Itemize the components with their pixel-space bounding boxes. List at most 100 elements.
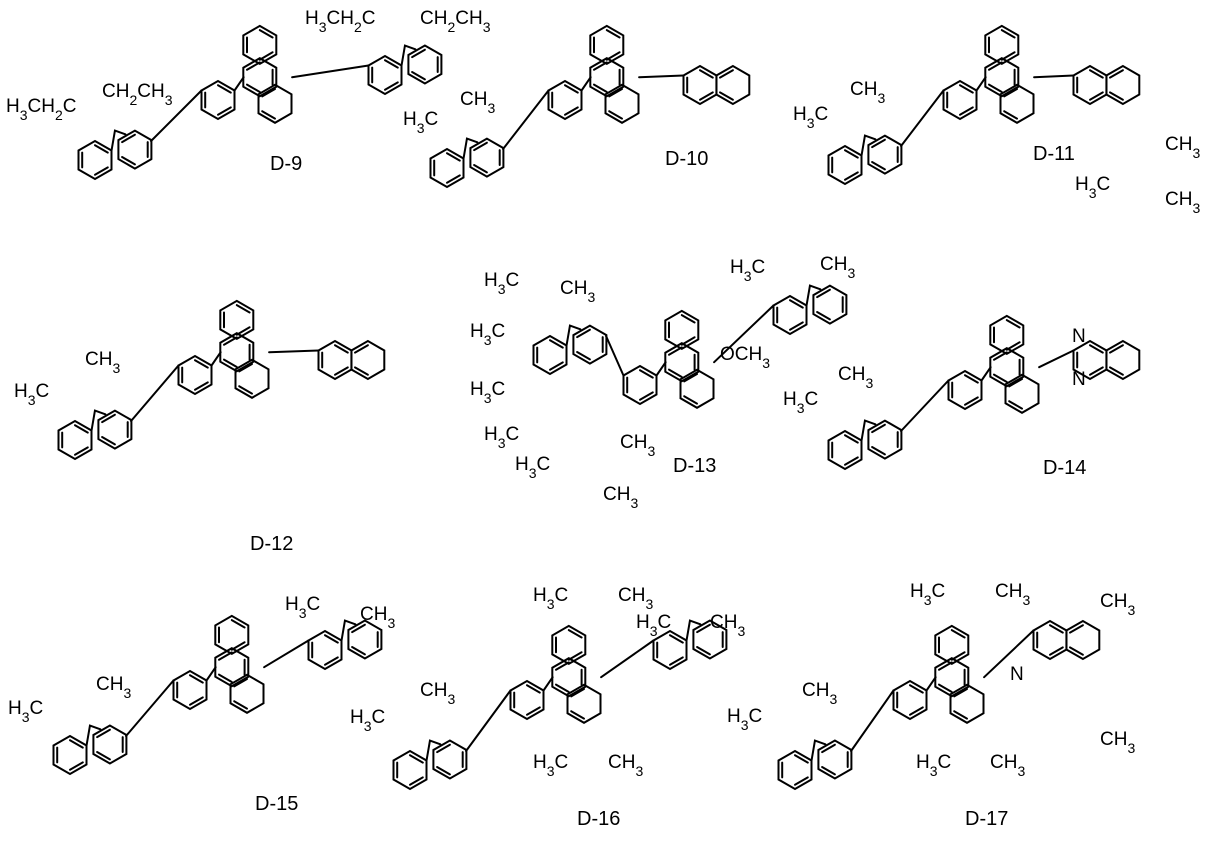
- substituent-label: CH3: [560, 278, 595, 305]
- core-ring: [681, 370, 714, 408]
- substituent-label: H3C: [730, 257, 765, 284]
- substituent-label: CH3: [820, 254, 855, 281]
- core-ring: [894, 681, 927, 719]
- core-ring: [951, 685, 984, 723]
- substituent-label: CH3: [460, 89, 495, 116]
- compound-label: D-11: [1033, 143, 1075, 165]
- substituent-label: CH3: [420, 680, 455, 707]
- compound-d-16: H3CCH3H3CCH3H3CCH3H3CCH3D-16: [350, 585, 745, 830]
- core-ring: [624, 366, 657, 404]
- compound-d-13: H3CCH3H3CH3CH3CH3CCH3CH3H3CCH3OCH3D-13: [470, 254, 855, 511]
- substituent-label: CH3: [1100, 591, 1135, 618]
- substituent-label: CH2CH3: [420, 8, 491, 35]
- substituent-label: CH3: [1165, 189, 1200, 216]
- compound-d-12: H3CCH3D-12: [14, 301, 384, 555]
- substituent-label: H3C: [533, 752, 568, 779]
- core-five-ring: [982, 367, 991, 380]
- substituent-label: CH3: [838, 364, 873, 391]
- substituent-label: H3C: [1075, 174, 1110, 201]
- substituent-label: CH3: [850, 79, 885, 106]
- biaryl-bond: [984, 631, 1033, 678]
- fluorene-benzene-ring: [431, 149, 464, 187]
- core-ring: [236, 360, 269, 398]
- biaryl-bond: [851, 691, 893, 752]
- substituent-label: H3C: [470, 379, 505, 406]
- aryl-ring: [1066, 621, 1099, 659]
- compound-label: D-17: [965, 808, 1008, 830]
- fluorene-benzene-ring: [774, 296, 807, 334]
- substituent-label: CH3: [802, 680, 837, 707]
- aryl-ring: [716, 66, 749, 104]
- fluorene-benzene-ring: [93, 726, 126, 764]
- core-ring: [202, 81, 235, 119]
- substituent-label: CH3: [603, 484, 638, 511]
- aryl-ring: [684, 66, 717, 104]
- biaryl-bond: [131, 366, 178, 422]
- substituent-label: CH3: [1100, 729, 1135, 756]
- compound-d-9: H3CH2CCH2CH3H3CH2CCH2CH3D-9: [6, 8, 491, 179]
- biaryl-bond: [1039, 351, 1073, 368]
- substituent-label: CH3: [96, 674, 131, 701]
- substituent-label: H3C: [793, 104, 828, 131]
- substituent-label: H3C: [403, 109, 438, 136]
- compound-label: D-9: [270, 153, 302, 175]
- core-ring: [259, 85, 292, 123]
- fluorene-benzene-ring: [818, 741, 851, 779]
- fluorene-benzene-ring: [829, 431, 862, 469]
- substituent-label: OCH3: [720, 344, 770, 371]
- core-ring: [1006, 375, 1039, 413]
- fluorene-benzene-ring: [369, 56, 402, 94]
- core-five-ring: [977, 77, 986, 90]
- substituent-label: H3C: [484, 424, 519, 451]
- compound-d-14: H3CCH3NND-14: [783, 316, 1139, 479]
- substituent-label: H3C: [783, 389, 818, 416]
- core-ring: [949, 371, 982, 409]
- core-five-ring: [544, 677, 553, 690]
- substituent-label: H3C: [636, 612, 671, 639]
- fluorene-benzene-ring: [470, 139, 503, 177]
- fluorene-benzene-ring: [54, 736, 87, 774]
- fluorene-benzene-ring: [408, 46, 441, 84]
- biaryl-bond: [269, 351, 318, 353]
- fluorene-benzene-ring: [573, 326, 606, 364]
- substituent-label: N: [1072, 369, 1086, 390]
- fluorene-benzene-ring: [534, 336, 567, 374]
- fluorene-benzene-ring: [654, 631, 687, 669]
- core-five-ring: [235, 77, 244, 90]
- core-five-ring: [657, 362, 666, 375]
- compound-d-15: H3CCH3H3CCH3D-15: [8, 594, 395, 815]
- core-five-ring: [582, 77, 591, 90]
- substituent-label: CH3: [608, 752, 643, 779]
- fluorene-benzene-ring: [433, 741, 466, 779]
- biaryl-bond: [639, 76, 683, 78]
- biaryl-bond: [126, 681, 173, 737]
- aryl-ring: [319, 341, 352, 379]
- substituent-label: H3C: [533, 585, 568, 612]
- core-ring: [549, 81, 582, 119]
- substituent-label: H3C: [8, 698, 43, 725]
- fluorene-benzene-ring: [59, 421, 92, 459]
- substituent-label: H3C: [285, 594, 320, 621]
- substituent-label: CH3: [710, 612, 745, 639]
- substituent-label: N: [1072, 326, 1086, 347]
- core-ring: [568, 685, 601, 723]
- aryl-ring: [1074, 66, 1107, 104]
- substituent-label: CH2CH3: [102, 81, 173, 108]
- substituent-label: H3CH2C: [305, 8, 376, 35]
- compound-label: D-16: [577, 808, 620, 830]
- biaryl-bond: [466, 691, 510, 752]
- compound-label: D-15: [255, 793, 298, 815]
- substituent-label: H3CH2C: [6, 96, 77, 123]
- substituent-label: H3C: [910, 581, 945, 608]
- biaryl-bond: [292, 66, 368, 78]
- core-ring: [944, 81, 977, 119]
- fluorene-benzene-ring: [394, 751, 427, 789]
- fluorene-benzene-ring: [309, 631, 342, 669]
- aryl-ring: [1106, 66, 1139, 104]
- substituent-label: H3C: [727, 706, 762, 733]
- substituent-label: CH3: [85, 349, 120, 376]
- core-ring: [606, 85, 639, 123]
- biaryl-bond: [901, 91, 943, 147]
